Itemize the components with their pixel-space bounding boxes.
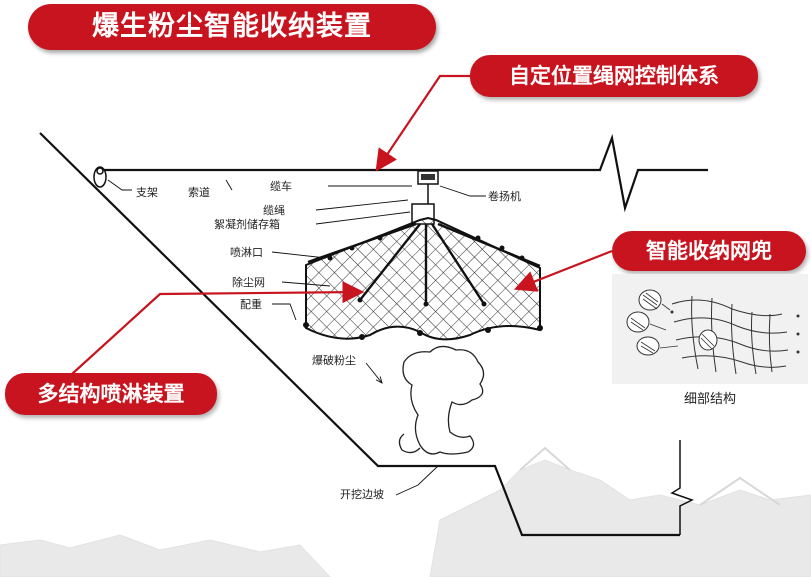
break-symbol (670, 440, 694, 535)
dust-net (305, 216, 541, 341)
callout-rope-system: 自定位置绳网控制体系 (470, 55, 758, 97)
label-cable-car: 缆车 (270, 179, 292, 193)
counterweights (303, 322, 543, 340)
excavation-slope-outline (39, 132, 708, 537)
callout-spray-device: 多结构喷淋装置 (5, 373, 217, 415)
label-winch: 卷扬机 (488, 189, 521, 203)
label-leaders (107, 179, 486, 496)
label-counterweight: 配重 (240, 297, 262, 311)
detail-structure-image (612, 274, 808, 384)
label-dust-net: 除尘网 (232, 275, 265, 289)
callout-smart-net: 智能收纳网兜 (612, 231, 806, 271)
red-pointer-arrows (71, 74, 613, 375)
detail-caption: 细部结构 (683, 392, 736, 407)
net-detail-sketch (626, 289, 800, 375)
label-excavation-slope: 开挖边坡 (340, 487, 384, 501)
label-blast-dust: 爆破粉尘 (312, 353, 356, 367)
page-title: 爆生粉尘智能收纳装置 (28, 4, 436, 50)
label-flocculant-tank: 絮凝剂储存箱 (214, 217, 280, 231)
label-cableway: 索道 (188, 185, 210, 199)
label-cable-rope: 缆绳 (263, 203, 285, 217)
label-bracket: 支架 (136, 186, 158, 199)
blast-dust-cloud (398, 345, 485, 455)
bracket-icon (93, 166, 107, 188)
label-spray-nozzle: 喷淋口 (230, 246, 263, 259)
